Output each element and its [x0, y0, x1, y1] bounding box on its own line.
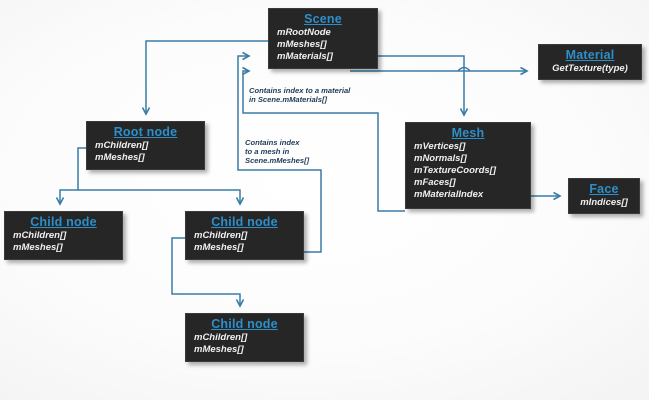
node-scene-field-mmaterials: mMaterials[]: [277, 51, 333, 62]
node-scene-field-mmeshes: mMeshes[]: [277, 39, 327, 50]
node-material[interactable]: Material GetTexture(type): [538, 44, 642, 80]
note-mesh-index: Contains index to a mesh in Scene.mMeshe…: [245, 138, 310, 166]
node-scene-title: Scene: [304, 12, 342, 26]
node-child-node-left[interactable]: Child node mChildren[] mMeshes[]: [4, 211, 123, 260]
node-root-node-title: Root node: [113, 125, 178, 139]
node-mesh-field-mfaces: mFaces[]: [414, 177, 456, 188]
node-child-node-middle-field-mchildren: mChildren[]: [194, 230, 248, 241]
node-scene[interactable]: Scene mRootNode mMeshes[] mMaterials[]: [268, 8, 378, 69]
node-root-node[interactable]: Root node mChildren[] mMeshes[]: [86, 121, 205, 170]
node-child-node-middle[interactable]: Child node mChildren[] mMeshes[]: [185, 211, 304, 260]
node-child-node-middle-field-mmeshes: mMeshes[]: [194, 242, 244, 253]
node-child-node-bottom-field-mmeshes: mMeshes[]: [194, 344, 244, 355]
node-scene-field-mrootnode: mRootNode: [277, 27, 331, 38]
node-child-node-left-field-mchildren: mChildren[]: [13, 230, 67, 241]
note-material-index: Contains index to a material in Scene.mM…: [249, 86, 351, 105]
node-mesh-field-mvertices: mVertices[]: [414, 141, 466, 152]
node-child-node-bottom-title: Child node: [211, 317, 278, 331]
node-root-node-field-mmeshes: mMeshes[]: [95, 152, 145, 163]
node-material-title: Material: [565, 48, 615, 62]
node-mesh-field-mnormals: mNormals[]: [414, 153, 467, 164]
node-mesh-title: Mesh: [451, 126, 485, 140]
node-mesh-field-mmaterialindex: mMaterialIndex: [414, 189, 484, 200]
wire-rootnode-child-middle: [78, 189, 240, 204]
node-face-title: Face: [589, 182, 619, 196]
node-face-field-mindices: mIndices[]: [580, 197, 628, 208]
node-mesh[interactable]: Mesh mVertices[] mNormals[] mTextureCoor…: [405, 122, 531, 209]
node-child-node-middle-title: Child node: [211, 215, 278, 229]
wire-hop-meshes-materials: [457, 66, 471, 72]
node-mesh-field-mtexturecoords: mTextureCoords[]: [414, 165, 496, 176]
node-child-node-left-title: Child node: [30, 215, 97, 229]
node-root-node-field-mchildren: mChildren[]: [95, 140, 149, 151]
node-face[interactable]: Face mIndices[]: [568, 178, 640, 214]
node-material-field-gettexture: GetTexture(type): [552, 63, 628, 74]
node-child-node-left-field-mmeshes: mMeshes[]: [13, 242, 63, 253]
node-child-node-bottom[interactable]: Child node mChildren[] mMeshes[]: [185, 313, 304, 362]
node-child-node-bottom-field-mchildren: mChildren[]: [194, 332, 248, 343]
